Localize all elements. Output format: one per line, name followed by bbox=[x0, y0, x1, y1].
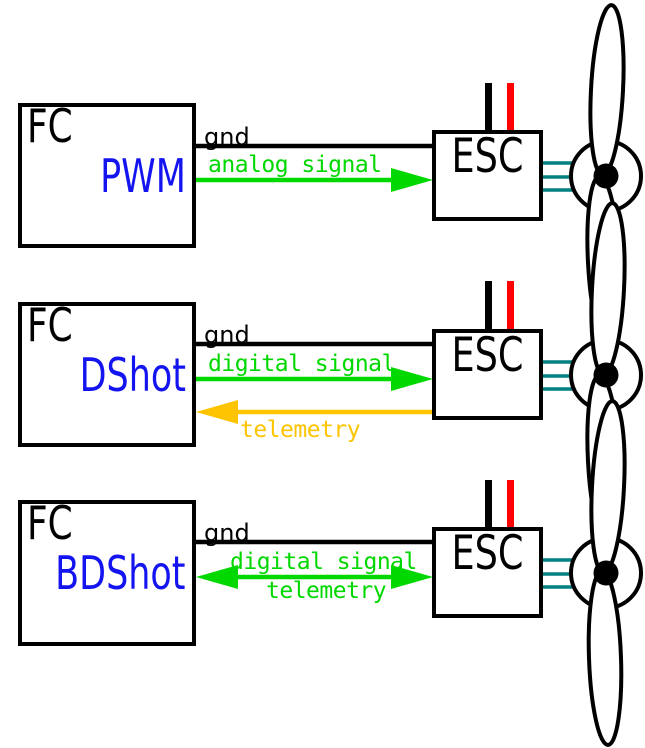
esc-title: ESC bbox=[451, 328, 524, 383]
telemetry-label: telemetry bbox=[266, 578, 387, 604]
analog-signal-label: analog signal bbox=[208, 152, 382, 178]
battery-positive-wire bbox=[507, 83, 514, 134]
gnd-label: gnd bbox=[204, 519, 250, 547]
fc-box-bdshot: FC BDShot bbox=[18, 500, 196, 646]
fc-title: FC bbox=[27, 99, 73, 153]
arrowhead-left-icon bbox=[196, 400, 238, 424]
gnd-label: gnd bbox=[204, 123, 250, 151]
row-bdshot-wires bbox=[196, 480, 573, 589]
battery-negative-wire bbox=[485, 83, 492, 134]
gnd-label: gnd bbox=[204, 321, 250, 349]
arrowhead-right-icon bbox=[391, 367, 433, 391]
esc-box: ESC bbox=[432, 527, 543, 618]
protocol-label-pwm: PWM bbox=[100, 149, 186, 203]
fc-box-pwm: FC PWM bbox=[18, 103, 196, 248]
battery-positive-wire bbox=[507, 281, 514, 333]
arrowhead-right-icon bbox=[391, 168, 433, 192]
esc-box: ESC bbox=[432, 130, 543, 221]
telemetry-label: telemetry bbox=[240, 417, 361, 443]
battery-negative-wire bbox=[485, 480, 492, 531]
fc-title: FC bbox=[27, 496, 73, 550]
propeller-hub bbox=[593, 163, 619, 189]
row-pwm-wires bbox=[196, 83, 573, 192]
esc-title: ESC bbox=[451, 526, 524, 581]
propeller-hub bbox=[593, 560, 619, 586]
arrowhead-right-icon bbox=[391, 565, 433, 589]
protocol-label-dshot: DShot bbox=[79, 348, 186, 402]
propeller-hub bbox=[593, 362, 619, 388]
digital-signal-label: digital signal bbox=[230, 549, 417, 575]
protocol-label-bdshot: BDShot bbox=[55, 546, 186, 600]
esc-title: ESC bbox=[451, 129, 524, 184]
fc-title: FC bbox=[27, 298, 73, 352]
battery-negative-wire bbox=[485, 281, 492, 333]
arrowhead-left-icon bbox=[196, 565, 238, 589]
row-dshot-wires bbox=[196, 281, 573, 424]
esc-box: ESC bbox=[432, 329, 543, 420]
fc-box-dshot: FC DShot bbox=[18, 302, 196, 447]
battery-positive-wire bbox=[507, 480, 514, 531]
propellers bbox=[585, 3, 627, 747]
digital-signal-label: digital signal bbox=[208, 351, 395, 377]
